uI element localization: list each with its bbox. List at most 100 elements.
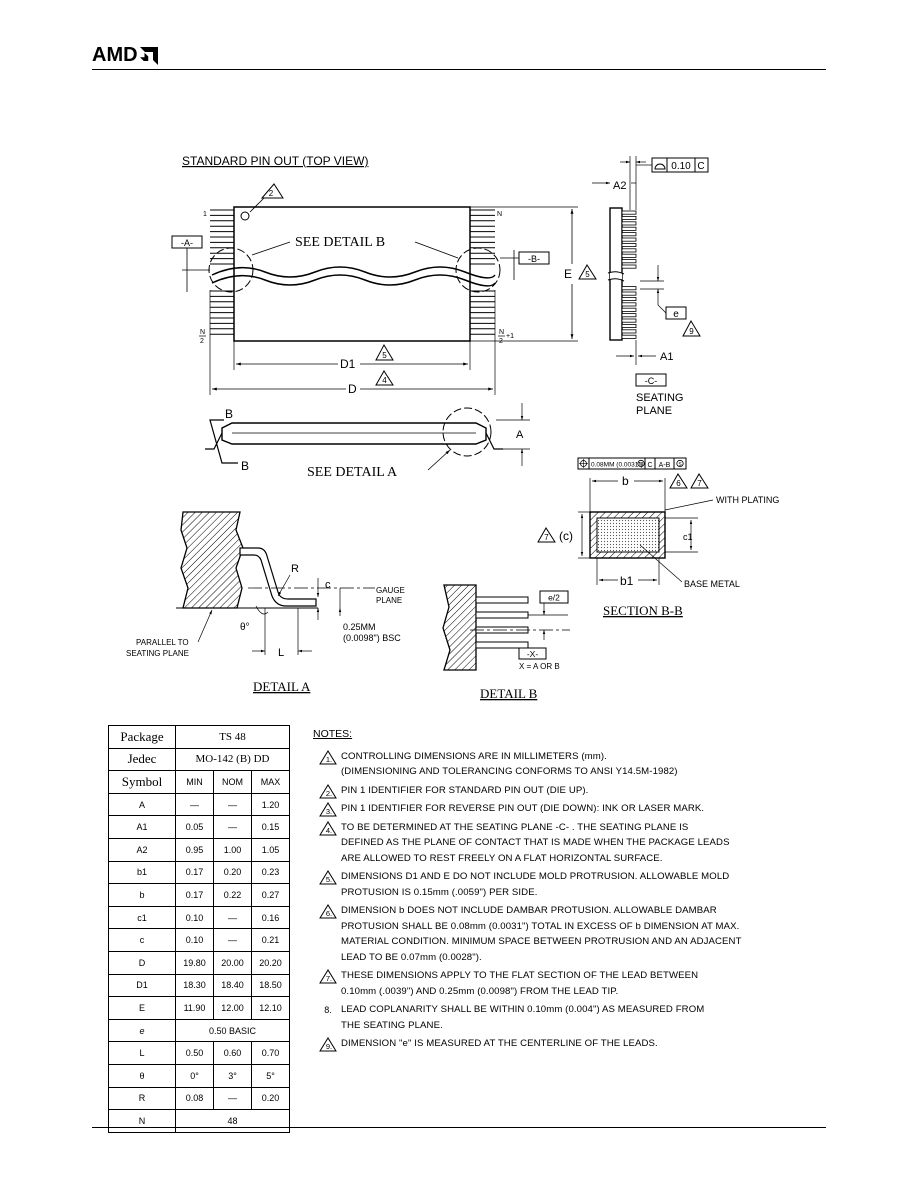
see-detail-a-label: SEE DETAIL A (307, 465, 398, 480)
svg-text:4: 4 (382, 376, 387, 385)
table-cell-nom: — (213, 792, 252, 817)
note-number: 2. (325, 788, 333, 798)
table-cell-sym: c1 (108, 905, 176, 930)
dim-c1: c1 (683, 532, 693, 542)
gauge-plane-2: PLANE (376, 596, 402, 605)
table-cell-nom: 0.60 (213, 1041, 252, 1065)
table-cell-nom: 20.00 (213, 950, 252, 975)
dim-b1: b1 (620, 574, 634, 588)
side-lead (621, 286, 637, 291)
side-lead (621, 215, 637, 220)
svg-text:2: 2 (269, 189, 274, 198)
parallel-1: PARALLEL TO (136, 638, 189, 647)
side-lead (621, 248, 637, 253)
table-cell-nom: 18.40 (213, 973, 252, 998)
table-cell-min: 0° (175, 1063, 214, 1088)
note-triangle-icon (319, 820, 337, 835)
note-line: LEAD TO BE 0.07mm (0.0028"). (341, 951, 482, 963)
note-number: 9. (325, 1042, 333, 1051)
table-cell-min: 0.05 (175, 815, 214, 839)
side-lead (621, 291, 637, 296)
table-cell-max: 0.70 (251, 1041, 290, 1065)
side-lead (621, 264, 637, 269)
table-cell-sym: D1 (108, 973, 176, 998)
dim-d1: D1 (340, 357, 356, 371)
note-item: 4.TO BE DETERMINED AT THE SEATING PLANE … (313, 820, 833, 867)
note-line: THESE DIMENSIONS APPLY TO THE FLAT SECTI… (341, 970, 699, 981)
note-triangle-icon (319, 870, 337, 885)
amd-logo: AMD (92, 44, 158, 67)
note-number: 1. (325, 754, 333, 764)
table-cell-min: 0.95 (175, 837, 214, 862)
table-cell-sym: A (108, 792, 176, 817)
break-line (211, 266, 496, 279)
side-lead (621, 226, 637, 231)
svg-text:M: M (639, 462, 643, 468)
header-rule (92, 69, 826, 70)
notes-section: NOTES: 1.CONTROLLING DIMENSIONS ARE IN M… (313, 727, 833, 1055)
table-cell-max: 0.15 (251, 815, 290, 839)
detail-b-title: DETAIL B (480, 686, 538, 701)
note2-triangle-icon: 2 (260, 183, 284, 199)
table-cell-max: 12.10 (251, 996, 290, 1020)
note-item: 8.LEAD COPLANARITY SHALL BE WITHIN 0.10m… (313, 1002, 833, 1033)
table-cell-nom: 1.00 (213, 837, 252, 862)
detail-a-body (180, 511, 244, 609)
note-line: CONTROLLING DIMENSIONS ARE IN MILLIMETER… (341, 750, 607, 762)
note-number: 4. (325, 825, 333, 835)
note-line: PROTUSION SHALL BE 0.08mm (0.0031") TOTA… (341, 920, 740, 932)
table-cell-sym: A1 (108, 815, 176, 839)
package-value: TS 48 (175, 725, 290, 749)
table-cell-nom: 12.00 (213, 996, 252, 1020)
note5-triangle-icon: 5 (375, 343, 394, 361)
note-triangle-icon (319, 1037, 337, 1052)
col-max: MAX (251, 770, 290, 794)
seating-plane-label-2: PLANE (636, 405, 672, 417)
side-lead (621, 221, 637, 226)
svg-text:S: S (678, 462, 682, 468)
table-cell-max: 0.20 (251, 1086, 290, 1111)
table-cell-nom: 0.22 (213, 883, 252, 907)
note7-triangle-icon: 7 (690, 473, 709, 489)
table-cell-min: 0.50 (175, 1041, 214, 1065)
table-cell-nom: 0.20 (213, 860, 252, 885)
gauge-plane-1: GAUGE (376, 586, 405, 595)
table-cell-max: 1.05 (251, 837, 290, 862)
svg-text:7: 7 (697, 479, 702, 488)
table-cell-max: 0.21 (251, 928, 290, 952)
side-lead (621, 323, 637, 328)
datum-a: -A- (181, 238, 193, 248)
svg-text:C: C (647, 462, 652, 469)
table-cell-max: 0.27 (251, 883, 290, 907)
seating-plane-label-1: SEATING (636, 392, 683, 404)
note-line: DIMENSION "e" IS MEASURED AT THE CENTERL… (341, 1038, 658, 1049)
side-lead (621, 334, 637, 339)
package-label: Package (108, 725, 176, 749)
symbol-label: Symbol (108, 770, 176, 794)
svg-text:+1: +1 (506, 333, 514, 340)
note-item: 9. DIMENSION "e" IS MEASURED AT THE CENTE… (313, 1036, 833, 1052)
note-line: PIN 1 IDENTIFIER FOR STANDARD PIN OUT (D… (341, 784, 589, 796)
note-line: DIMENSIONS D1 AND E DO NOT INCLUDE MOLD … (341, 871, 730, 882)
svg-text:2: 2 (499, 338, 503, 345)
col-nom: NOM (213, 770, 252, 794)
svg-text:N: N (499, 329, 504, 336)
table-cell-max: 20.20 (251, 950, 290, 975)
note-item: 3.PIN 1 IDENTIFIER FOR REVERSE PIN OUT (… (313, 801, 833, 817)
note-number: 8. (324, 1005, 332, 1015)
table-cell-min: 0.17 (175, 883, 214, 907)
table-cell-max: 18.50 (251, 973, 290, 998)
front-view-body (221, 422, 487, 445)
table-cell-sym: b (108, 883, 176, 907)
note-line: DEFINED AS THE PLANE OF CONTACT THAT IS … (341, 837, 730, 848)
side-lead (621, 302, 637, 307)
detail-a-title: DETAIL A (253, 679, 311, 694)
svg-text:2: 2 (200, 338, 204, 345)
